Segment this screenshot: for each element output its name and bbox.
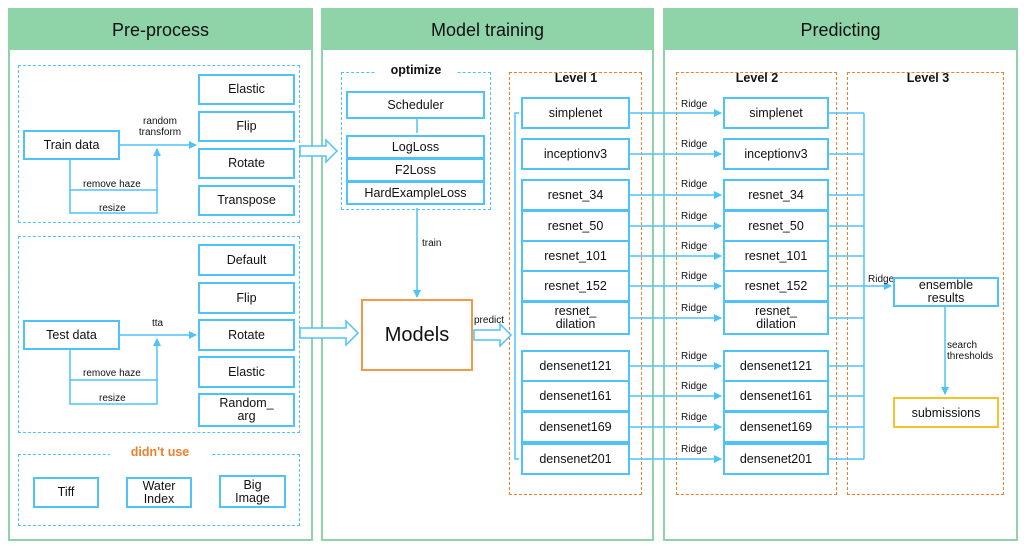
l2-resnet50: resnet_50 xyxy=(723,210,829,242)
ridge-label-7: Ridge xyxy=(681,303,708,314)
ridge-label-6: Ridge xyxy=(681,271,708,282)
ridge-label-3: Ridge xyxy=(681,179,708,190)
l1-resnet34: resnet_34 xyxy=(521,179,630,211)
l1-resnet101: resnet_101 xyxy=(521,240,630,272)
ridge-label-9: Ridge xyxy=(681,381,708,392)
loss-logloss: LogLoss xyxy=(346,135,485,159)
train-group xyxy=(18,65,300,223)
ridge-label-10: Ridge xyxy=(681,412,708,423)
models-box: Models xyxy=(361,299,473,371)
l1-densenet161: densenet161 xyxy=(521,380,630,412)
test-op-flip: Flip xyxy=(198,282,295,314)
train-op-flip: Flip xyxy=(198,111,295,142)
level3-group xyxy=(847,72,1004,495)
tta-label: tta xyxy=(152,318,164,329)
l1-densenet201: densenet201 xyxy=(521,443,630,475)
didnt-use-water-index: Water Index xyxy=(126,477,192,508)
ridge-label-5: Ridge xyxy=(681,241,708,252)
test-op-rotate: Rotate xyxy=(198,319,295,351)
test-data-box: Test data xyxy=(23,320,120,350)
l2-densenet201: densenet201 xyxy=(723,443,829,475)
level1-title: Level 1 xyxy=(554,71,598,85)
train-resize-label: resize xyxy=(99,203,126,214)
level3-title: Level 3 xyxy=(906,71,950,85)
l2-resnet101: resnet_101 xyxy=(723,240,829,272)
l2-densenet161: densenet161 xyxy=(723,380,829,412)
test-op-default: Default xyxy=(198,244,295,276)
level2-group xyxy=(676,72,837,495)
loss-hardexampleloss: HardExampleLoss xyxy=(346,181,485,205)
l1-resnet50: resnet_50 xyxy=(521,210,630,242)
ensemble-results-box: ensemble results xyxy=(893,277,999,307)
ridge-label-4: Ridge xyxy=(681,211,708,222)
ridge-label-2: Ridge xyxy=(681,139,708,150)
didnt-use-big-image: Big Image xyxy=(219,475,286,508)
l1-resnet-dilation: resnet_ dilation xyxy=(521,301,630,335)
scheduler-box: Scheduler xyxy=(346,91,485,119)
predicting-title: Predicting xyxy=(665,10,1016,50)
train-op-transpose: Transpose xyxy=(198,185,295,216)
submissions-box: submissions xyxy=(893,397,999,428)
level2-title: Level 2 xyxy=(735,71,779,85)
training-title: Model training xyxy=(323,10,652,50)
level1-group xyxy=(509,72,642,495)
ridge-label-1: Ridge xyxy=(681,99,708,110)
train-data-box: Train data xyxy=(23,130,120,160)
l2-densenet121: densenet121 xyxy=(723,350,829,382)
test-op-elastic: Elastic xyxy=(198,356,295,388)
train-op-elastic: Elastic xyxy=(198,74,295,105)
l1-densenet169: densenet169 xyxy=(521,411,630,443)
l2-densenet169: densenet169 xyxy=(723,411,829,443)
l1-densenet121: densenet121 xyxy=(521,350,630,382)
predicting-panel: Predicting xyxy=(663,8,1018,541)
didnt-use-title: didn't use xyxy=(110,445,210,459)
didnt-use-tiff: Tiff xyxy=(33,477,99,508)
ridge-label-11: Ridge xyxy=(681,444,708,455)
test-resize-label: resize xyxy=(99,393,126,404)
ridge-label-8: Ridge xyxy=(681,351,708,362)
train-remove-haze-label: remove haze xyxy=(83,179,141,190)
test-op-random-arg: Random_ arg xyxy=(198,393,295,427)
l2-simplenet: simplenet xyxy=(723,97,829,129)
preprocess-title: Pre-process xyxy=(10,10,311,50)
ridge-label-ensemble: Ridge xyxy=(868,274,895,285)
loss-f2loss: F2Loss xyxy=(346,158,485,182)
l2-resnet152: resnet_152 xyxy=(723,270,829,302)
l1-inceptionv3: inceptionv3 xyxy=(521,138,630,170)
l2-resnet-dilation: resnet_ dilation xyxy=(723,301,829,335)
train-label: train xyxy=(422,238,442,249)
l2-inceptionv3: inceptionv3 xyxy=(723,138,829,170)
l1-resnet152: resnet_152 xyxy=(521,270,630,302)
l1-simplenet: simplenet xyxy=(521,97,630,129)
predict-label: predict xyxy=(474,315,505,326)
test-remove-haze-label: remove haze xyxy=(83,368,141,379)
train-op-rotate: Rotate xyxy=(198,148,295,179)
optimize-title: optimize xyxy=(375,63,457,77)
l2-resnet34: resnet_34 xyxy=(723,179,829,211)
